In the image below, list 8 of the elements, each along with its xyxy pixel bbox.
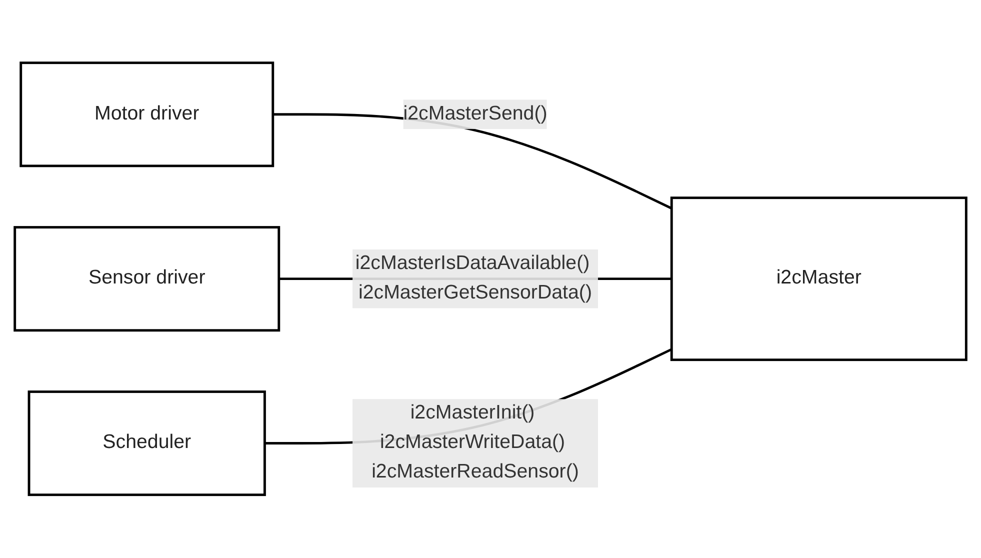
edge-label: i2cMasterSend() xyxy=(403,103,548,124)
edge-label: i2cMasterInit() i2cMasterWriteData() i2cMasterReadSensor() xyxy=(372,402,579,483)
node-box xyxy=(14,226,280,332)
node-box xyxy=(28,390,266,496)
edge-label: i2cMasterIsDataAvailable() i2cMasterGetSensorData() xyxy=(355,253,592,304)
node-box xyxy=(670,196,968,362)
flowchart: i2cMasterSend() i2cMasterIsDataAvailable() i2cMasterGetSensorData() i2cMasterInit() i2cMasterWriteData() i2cMasterReadSensor() Motor driver Sensor driver Scheduler i2cMaster xyxy=(5,53,976,505)
node-box xyxy=(20,62,274,168)
